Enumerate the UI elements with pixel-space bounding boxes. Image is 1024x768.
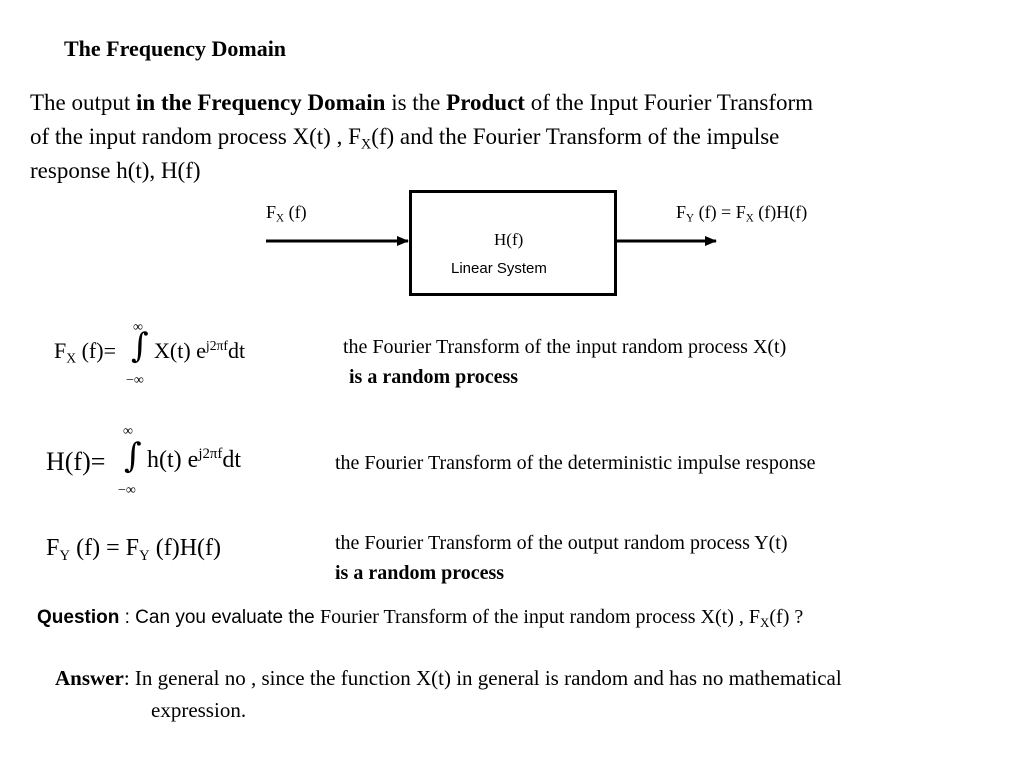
intro-text: The output [30,90,137,115]
intro-bold-frequency-domain: in the Frequency Domain [136,90,386,115]
input-label: FX (f) [266,202,307,225]
question-subscript: X [759,615,770,631]
box-transfer-label: H(f) [494,230,524,249]
answer-line-2: expression. [151,698,247,722]
intro-line-3: response h(t), H(f) [30,158,201,183]
eq1-description-bold: is a random process [349,366,519,388]
eq2-body: h(t) e [147,447,199,473]
answer-label: Answer [55,666,124,690]
output-label-rest: (f)H(f) [753,202,808,222]
box-system-label: Linear System [451,260,547,277]
input-label-rest: (f) [284,202,307,222]
eq2-lhs: H(f)= [46,447,106,476]
eq2-lower-limit: −∞ [118,483,136,498]
eq1-body: X(t) e [154,338,206,363]
question-sans-text: : Can you evaluate the [119,607,321,628]
input-label-sub: X [276,212,285,225]
question-label: Question [37,607,120,628]
slide-title: The Frequency Domain [64,36,287,61]
eq3-mid: (f) = F [70,535,139,561]
input-label-F: F [266,202,277,222]
eq2-exponent: j2πf [198,446,223,463]
eq3-F1: F [46,535,60,561]
question-end: (f) ? [769,606,804,628]
eq3-formula: FY (f) = FY (f)H(f) [46,535,222,564]
output-label-sub2: X [745,212,754,225]
intro-bold-product: Product [446,90,525,115]
eq1-upper-limit: ∞ [133,320,143,335]
eq1-sub: X [66,350,77,366]
eq1-dt: dt [227,338,246,363]
eq1-description: the Fourier Transform of the input rando… [343,336,787,358]
eq1-exponent: j2πf [205,337,228,353]
eq1-lower-limit: −∞ [126,373,144,388]
output-label-F: F [676,202,687,222]
eq2-dt: dt [222,447,242,473]
eq3-description-bold: is a random process [335,562,505,584]
intro-text: (f) and the Fourier Transform of the imp… [371,124,780,149]
intro-line-1: The output in the Frequency Domain is th… [30,86,1020,120]
eq2-integral-sign: ∫ [124,436,142,476]
intro-line-2: of the input random process X(t) , FX(f)… [30,120,1020,154]
eq3-rest: (f)H(f) [149,535,222,561]
output-label-mid: (f) = F [694,202,746,222]
eq3-sub1: Y [59,547,71,564]
output-label: FY (f) = FX (f)H(f) [676,202,808,225]
eq1-after: (f)= [76,338,116,363]
eq2-description: the Fourier Transform of the determinist… [335,452,816,474]
intro-text: of the Input Fourier Transform [524,90,814,115]
eq3-sub2: Y [138,547,150,564]
question-serif-text: Fourier Transform of the input random pr… [320,606,760,628]
intro-subscript: X [360,136,372,153]
linear-system-box [409,190,617,296]
eq1-F: F [54,338,67,363]
eq1-lhs: FX (f)= [54,338,116,366]
eq2-upper-limit: ∞ [123,424,133,439]
eq2-integrand: h(t) ej2πfdt [147,447,241,474]
intro-text: is the [385,90,447,115]
eq3-description: the Fourier Transform of the output rand… [335,532,788,554]
intro-paragraph: The output in the Frequency Domain is th… [30,86,1020,188]
intro-text: of the input random process X(t) , F [30,124,361,149]
answer-text: : In general no , since the function X(t… [123,666,842,690]
answer-line-1: Answer: In general no , since the functi… [55,666,842,691]
eq1-integral-sign: ∫ [131,326,149,366]
output-label-sub1: Y [686,212,695,225]
eq1-integrand: X(t) ej2πfdt [154,338,245,364]
question-line: Question : Can you evaluate the Fourier … [37,606,803,629]
